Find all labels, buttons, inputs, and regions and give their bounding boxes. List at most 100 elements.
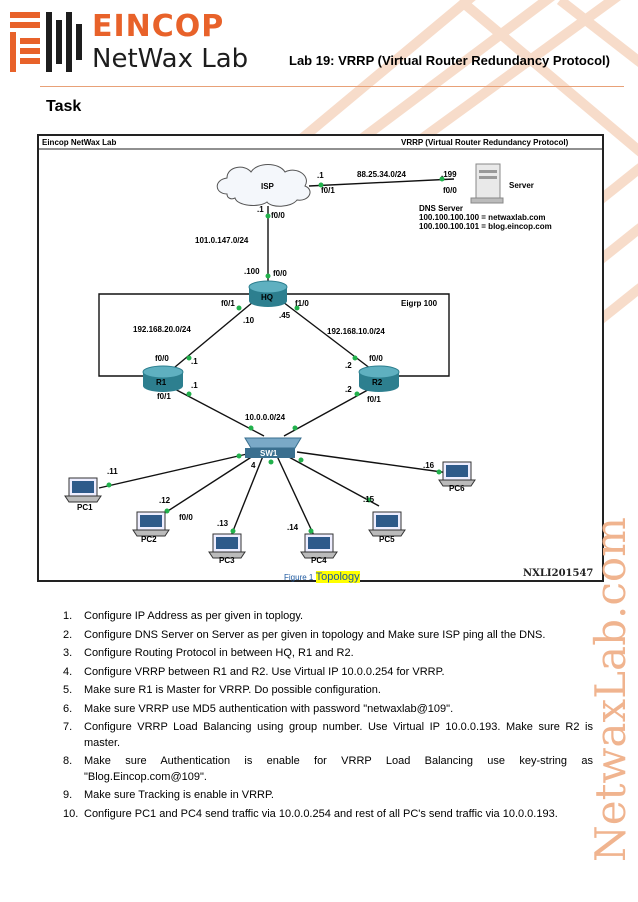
task-number: 6.	[63, 702, 73, 715]
hq-f00: f0/0	[273, 269, 287, 278]
pc4-icon	[300, 533, 338, 559]
link-status-dots	[106, 176, 445, 534]
eincop-logo-icon	[10, 12, 82, 72]
server-ip: .199	[441, 170, 457, 179]
topology-links	[98, 178, 455, 543]
pc3-icon	[208, 533, 246, 559]
r1-f01: f0/1	[157, 392, 171, 401]
r2-f00-ip: .2	[345, 361, 352, 370]
task-text: Configure VRRP Load Balancing using grou…	[84, 721, 593, 749]
pc3-ip: .13	[217, 519, 229, 528]
pc4-ip: .14	[287, 523, 299, 532]
hq-r1-net: 192.168.20.0/24	[133, 325, 191, 334]
isp-f01-ip: .1	[317, 171, 324, 180]
task-number: 4.	[63, 665, 73, 678]
header-divider	[40, 86, 624, 87]
r2-f00: f0/0	[369, 354, 383, 363]
task-number: 1.	[63, 610, 73, 622]
task-text: Configure DNS Server on Server as per gi…	[84, 628, 546, 641]
r1-f00: f0/0	[155, 354, 169, 363]
sw1-label: SW1	[260, 449, 278, 458]
task-text: Make sure VRRP use MD5 authentication wi…	[84, 702, 454, 715]
pc1-icon	[64, 477, 102, 503]
task-number: 7.	[63, 721, 73, 733]
hq-r2-net: 192.168.10.0/24	[327, 327, 385, 336]
pc2-if: f0/0	[179, 513, 193, 522]
isp-f01: f0/1	[321, 186, 335, 195]
task-item: 6. Make sure VRRP use MD5 authentication …	[45, 702, 593, 718]
task-number: 9.	[63, 789, 73, 801]
isp-f00-ip: .1	[257, 205, 264, 214]
pc2-label: PC2	[141, 535, 157, 544]
lan-net: 10.0.0.0/24	[245, 413, 286, 422]
task-item: 10. Configure PC1 and PC4 send traffic vi…	[45, 807, 593, 823]
r1-f01-ip: .1	[191, 381, 198, 390]
task-number: 5.	[63, 684, 73, 696]
topology-diagram: Eincop NetWax Lab VRRP (Virtual Router R…	[39, 138, 602, 579]
server-icon	[470, 163, 504, 204]
task-number: 2.	[63, 628, 73, 641]
r2-label: R2	[372, 378, 383, 387]
isp-server-net: 88.25.34.0/24	[357, 170, 406, 179]
section-title: Task	[46, 98, 82, 115]
task-number: 8.	[63, 755, 73, 767]
pc4-label: PC4	[311, 556, 327, 565]
figure-caption-prefix: Figure 1	[284, 573, 314, 582]
topology-figure: Eincop NetWax Lab VRRP (Virtual Router R…	[37, 134, 604, 582]
hq-f01: f0/1	[221, 299, 235, 308]
sw-port-label: 4	[251, 461, 256, 470]
isp-hq-net: 101.0.147.0/24	[195, 236, 249, 245]
pc5-label: PC5	[379, 535, 395, 544]
task-list: 1. Configure IP Address as per given in t…	[45, 609, 593, 825]
pc6-ip: .16	[423, 461, 435, 470]
r1-label: R1	[156, 378, 167, 387]
hq-f00-ip: .100	[244, 267, 260, 276]
hq-label: HQ	[261, 293, 273, 302]
task-text: Make sure Tracking is enable in VRRP.	[84, 789, 274, 801]
hq-r1-ip: .10	[243, 316, 255, 325]
brand-name-bottom: NetWax Lab	[92, 44, 249, 74]
figure-header-right: VRRP (Virtual Router Redundancy Protocol…	[401, 138, 569, 147]
task-item: 8. Make sure Authentication is enable for…	[45, 754, 593, 785]
hq-router-icon	[248, 280, 288, 307]
pc1-label: PC1	[77, 503, 93, 512]
pc5-icon	[368, 511, 406, 537]
server-if: f0/0	[443, 186, 457, 195]
task-item: 3. Configure Routing Protocol in between …	[45, 646, 593, 662]
sw1-switch-icon	[244, 437, 302, 458]
isp-label: ISP	[261, 182, 275, 191]
eigrp-label: Eigrp 100	[401, 299, 438, 308]
task-text: Configure PC1 and PC4 send traffic via 1…	[84, 807, 558, 820]
task-item: 2. Configure DNS Server on Server as per …	[45, 628, 593, 644]
isp-cloud-icon	[216, 164, 311, 207]
pc2-ip: .12	[159, 496, 171, 505]
figure-code: NXLI201547	[523, 568, 593, 579]
isp-f00: f0/0	[271, 211, 285, 220]
pc3-label: PC3	[219, 556, 235, 565]
dns-title: DNS Server	[419, 204, 463, 213]
task-text: Make sure Authentication is enable for V…	[84, 755, 593, 783]
task-number: 3.	[63, 647, 73, 659]
figure-caption-label: Topology	[315, 571, 360, 583]
task-item: 4. Configure VRRP between R1 and R2. Use …	[45, 665, 593, 681]
dns-line-1: 100.100.100.100 = netwaxlab.com	[419, 213, 546, 222]
r2-f01-ip: .2	[345, 385, 352, 394]
task-item: 7. Configure VRRP Load Balancing using gr…	[45, 720, 593, 751]
task-text: Make sure R1 is Master for VRRP. Do poss…	[84, 684, 381, 696]
lab-title: Lab 19: VRRP (Virtual Router Redundancy …	[289, 53, 610, 68]
task-number: 10.	[63, 807, 79, 820]
dns-line-2: 100.100.100.101 = blog.eincop.com	[419, 222, 552, 231]
hq-f10: f1/0	[295, 299, 309, 308]
server-label: Server	[509, 181, 534, 190]
task-text: Configure IP Address as per given in top…	[84, 610, 304, 622]
figure-caption: Figure 1 Topology	[284, 571, 360, 583]
watermark: NetwaxLab.com	[586, 517, 635, 862]
pc6-label: PC6	[449, 484, 465, 493]
brand-name-top: EINCOP	[92, 9, 225, 44]
pc6-icon	[438, 461, 476, 487]
task-text: Configure VRRP between R1 and R2. Use Vi…	[84, 665, 445, 678]
task-text: Configure Routing Protocol in between HQ…	[84, 647, 354, 659]
pc5-ip: .15	[363, 495, 375, 504]
hq-r2-ip: .45	[279, 311, 291, 320]
